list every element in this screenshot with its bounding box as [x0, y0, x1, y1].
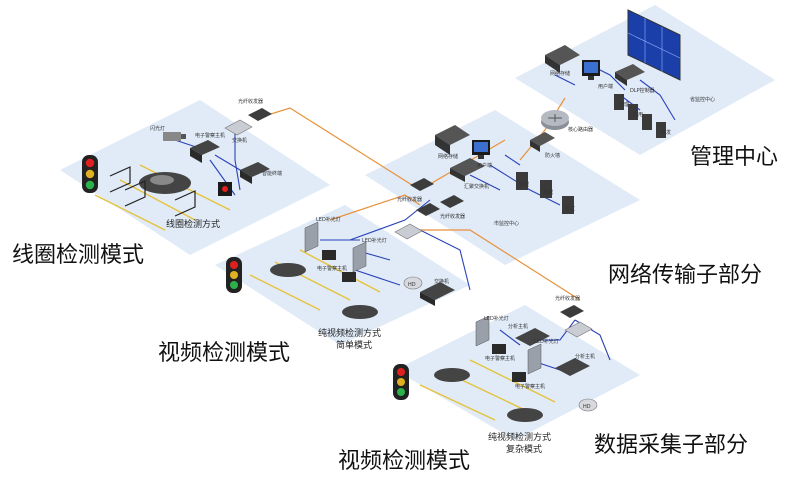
- caption-video-simple-1: 纯视频检测方式: [318, 327, 381, 339]
- caption-video-complex-2: 复杂模式: [506, 443, 542, 455]
- label-video-detection-mode-2: 视频检测模式: [338, 449, 470, 474]
- server-rack-icon: [614, 94, 666, 138]
- caption-video-complex-1: 纯视频检测方式: [488, 431, 551, 443]
- city-switch-icon: [450, 158, 485, 182]
- intelligent-terminal-icon: [240, 162, 270, 184]
- label-optical-mid: 光纤收发器: [397, 196, 422, 203]
- coil-loops: [109, 166, 196, 217]
- label-dlp-controller: DLP控制器: [630, 87, 655, 94]
- coil-panel: [60, 100, 330, 255]
- label-server-4: 管理: [519, 181, 529, 188]
- firewall-icon: [530, 132, 555, 152]
- label-optical-top: 光纤收发器: [238, 98, 263, 105]
- label-city-center: 市监控中心: [494, 220, 519, 227]
- label-city-switch: 汇聚交换机: [464, 183, 489, 190]
- city-storage-icon: [435, 125, 470, 155]
- simple-cars: [270, 263, 378, 319]
- label-hd-2: HD: [583, 404, 591, 410]
- red-light-display-icon: [218, 182, 232, 196]
- hd-camera-1: [403, 276, 423, 290]
- storage-icon: [545, 45, 580, 73]
- led-lamp-icons-2: [475, 315, 542, 375]
- label-city-user: 用户端: [477, 162, 492, 169]
- label-intelligent-terminal: 智能终端: [262, 170, 282, 177]
- traffic-light-coil: [82, 155, 98, 193]
- pc-terminal-icon: [582, 60, 600, 80]
- coil-car-icon: [139, 172, 191, 194]
- label-optical-mid2: 光纤收发器: [440, 213, 465, 220]
- splitter-boxes: [515, 328, 590, 376]
- switch-box-v1: [420, 282, 455, 306]
- label-management-center: 管理中心: [690, 145, 778, 170]
- label-coil-detection-mode: 线圈检测模式: [12, 243, 144, 268]
- city-pc-icon: [472, 140, 490, 159]
- core-router-icon: [541, 110, 569, 130]
- network-center-panel: [365, 110, 640, 265]
- label-data-collection: 数据采集子部分: [594, 433, 748, 458]
- label-hd-1: HD: [408, 282, 416, 288]
- switch-icons: [224, 119, 593, 338]
- traffic-light-video-2: [393, 364, 409, 400]
- label-firewall: 防火墙: [545, 152, 560, 159]
- fiber-line-right: [410, 229, 581, 301]
- label-server-6: 转发: [565, 205, 575, 212]
- city-servers-icon: [516, 172, 574, 214]
- label-flash-lamp: 闪光灯: [150, 125, 165, 132]
- camera-hosts-2: [492, 344, 526, 382]
- label-server-2: 应用: [633, 111, 643, 118]
- fiber-line-mid: [329, 194, 421, 221]
- label-user-terminal: 用户端: [598, 83, 613, 90]
- label-splitter-1: 分析主机: [508, 323, 528, 330]
- label-police-host-2: 电子警察主机: [317, 265, 347, 272]
- label-splitter-2: 分析主机: [575, 353, 595, 360]
- label-network-transmission: 网络传输子部分: [608, 263, 762, 288]
- label-led-lamp-4: LED补光灯: [534, 338, 559, 345]
- management-center-panel: [515, 5, 775, 155]
- label-optical-right: 光纤收发器: [555, 295, 580, 302]
- traffic-light-video-1: [226, 257, 242, 293]
- label-video-detection-mode-1: 视频检测模式: [158, 341, 290, 366]
- camera-hosts-1: [322, 250, 356, 282]
- camera-icon: [163, 132, 186, 141]
- label-led-lamp-3: LED补光灯: [484, 315, 509, 322]
- complex-cars: [434, 368, 543, 422]
- label-server-5: 数据: [543, 189, 553, 196]
- label-police-host-4: 电子警察主机: [515, 383, 545, 390]
- caption-coil-method: 线圈检测方式: [166, 218, 220, 230]
- label-city-storage: 网络存储: [438, 153, 458, 160]
- label-switch-left: 交换机: [232, 137, 247, 144]
- caption-video-simple-2: 简单模式: [336, 339, 372, 351]
- label-switch-v1: 交换机: [434, 278, 449, 285]
- ethernet-lines: [174, 64, 676, 371]
- video-wall: [627, 9, 681, 81]
- label-police-host: 电子警察主机: [195, 132, 225, 139]
- label-net-storage-top: 网络存储: [550, 70, 570, 77]
- hd-camera-2: [578, 398, 598, 412]
- label-prov-center: 省监控中心: [690, 96, 715, 103]
- optical-transceiver-icons: [248, 108, 584, 318]
- label-police-host-3: 电子警察主机: [485, 355, 515, 362]
- label-led-lamp-1: LED补光灯: [316, 216, 341, 223]
- label-led-lamp-2: LED补光灯: [362, 237, 387, 244]
- label-server-3: 转发: [661, 129, 671, 136]
- label-core-router: 核心路由器: [568, 126, 593, 133]
- police-host-icon: [190, 140, 220, 163]
- dlp-controller-icon: [615, 64, 645, 86]
- label-server-1: 管理: [619, 101, 629, 108]
- fiber-line-core: [519, 97, 566, 161]
- led-lamp-icons-1: [304, 221, 367, 273]
